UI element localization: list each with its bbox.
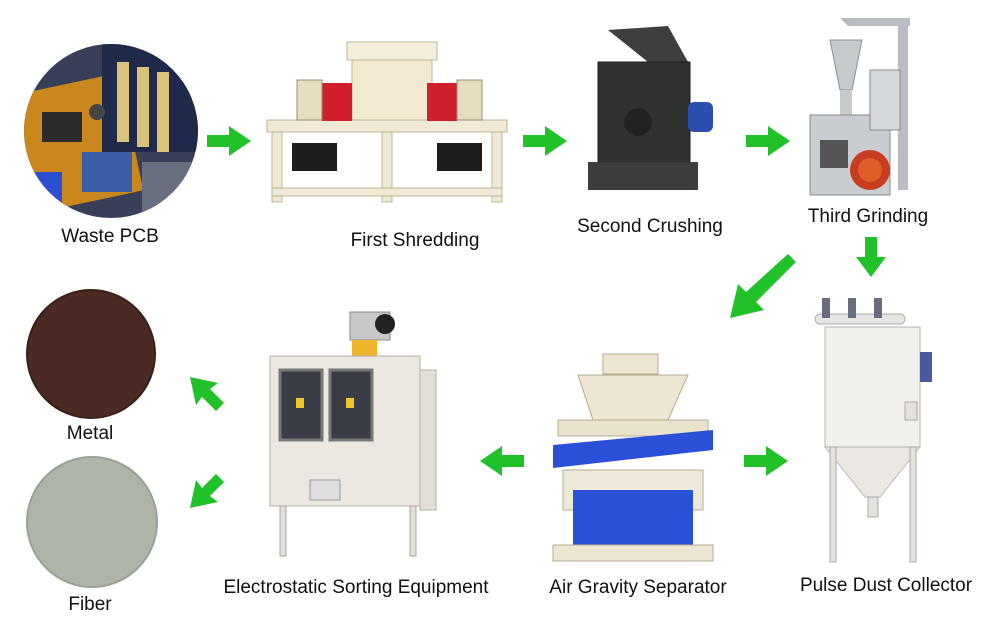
fiber-powder-image (25, 455, 160, 590)
label-fiber: Fiber (68, 594, 112, 615)
arrow-icon (188, 375, 226, 413)
arrow-icon (188, 472, 226, 510)
crusher-icon (588, 26, 713, 190)
label-third-grinding: Third Grinding (807, 206, 929, 227)
electrostatic-separator-icon (269, 311, 437, 557)
arrow-icon (480, 446, 524, 476)
shredder-icon (266, 41, 508, 203)
arrow-icon (207, 126, 251, 156)
crusher-image (578, 22, 718, 194)
dust-collector-icon (814, 298, 932, 563)
label-pulse-dust-collector: Pulse Dust Collector (799, 575, 973, 596)
label-first-shredding: First Shredding (350, 230, 480, 251)
gravity-separator-icon (552, 353, 714, 562)
shredder-image (262, 38, 512, 206)
pcb-photo-icon (24, 44, 198, 218)
label-second-crushing: Second Crushing (577, 216, 723, 237)
gravity-separator-image (548, 350, 718, 565)
waste-pcb-image (22, 42, 200, 220)
label-waste-pcb: Waste PCB (61, 226, 159, 247)
metal-powder-icon (26, 289, 156, 419)
fiber-powder-icon (26, 456, 158, 588)
arrow-icon (523, 126, 567, 156)
grinder-image (800, 10, 930, 205)
metal-powder-image (25, 288, 157, 420)
label-electrostatic-sorting: Electrostatic Sorting Equipment (223, 577, 489, 598)
grinder-icon (809, 18, 910, 196)
dust-collector-image (810, 292, 940, 567)
arrow-icon (856, 237, 886, 277)
label-metal: Metal (66, 423, 114, 444)
label-air-gravity-separator: Air Gravity Separator (549, 577, 727, 598)
arrow-icon (744, 446, 788, 476)
arrow-icon (726, 250, 798, 322)
electrostatic-separator-image (260, 310, 450, 560)
arrow-icon (746, 126, 790, 156)
